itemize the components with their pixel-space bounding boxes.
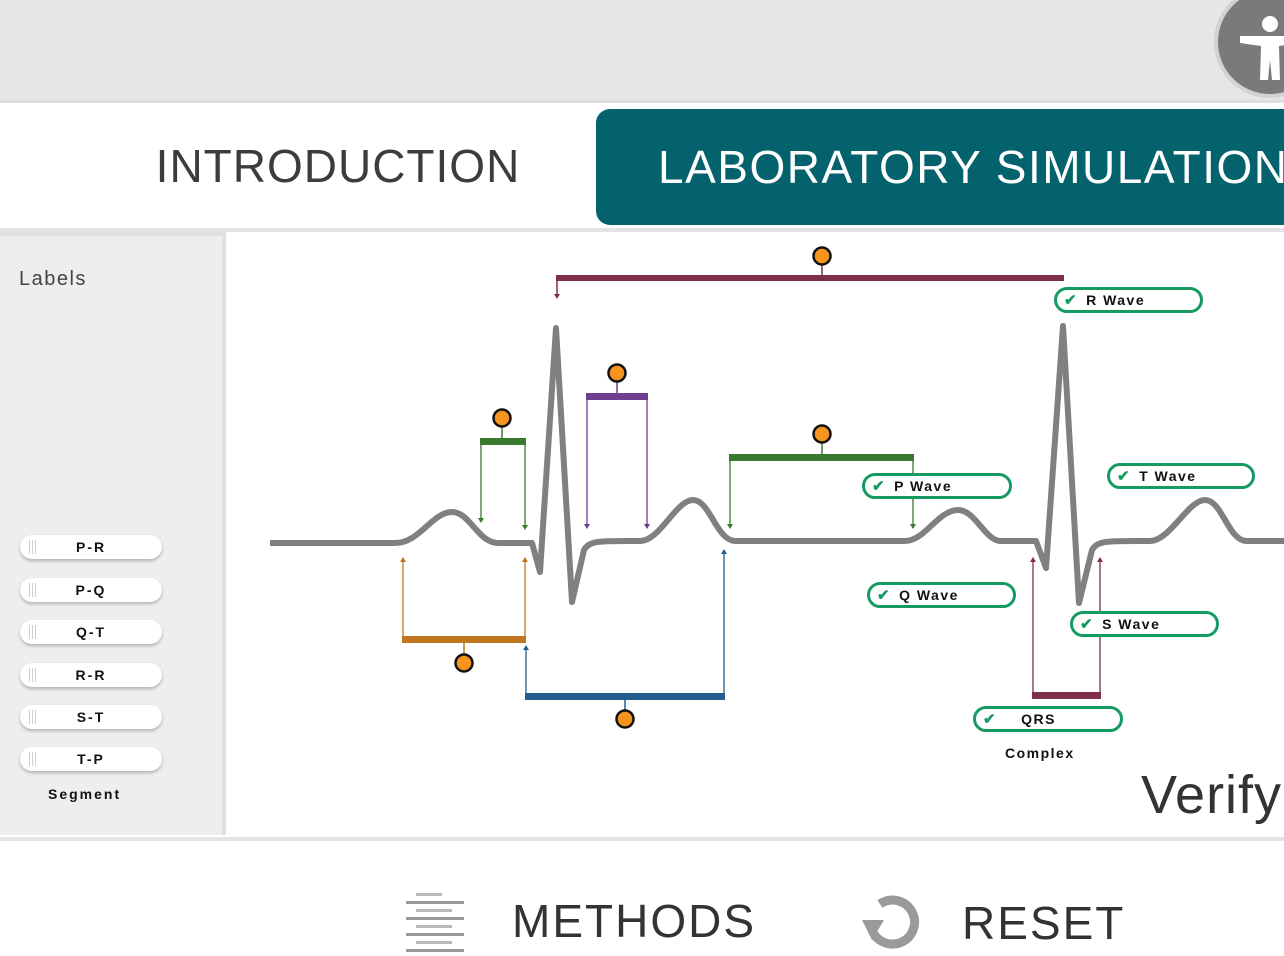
tab-introduction[interactable]: INTRODUCTION <box>0 103 596 228</box>
chip-text: R-R <box>75 667 107 683</box>
tab-laboratory-simulation[interactable]: LABORATORY SIMULATION <box>596 109 1284 225</box>
tab-introduction-label: INTRODUCTION <box>155 139 521 192</box>
chip-text: P-R <box>75 539 107 555</box>
check-icon: ✔ <box>983 711 998 728</box>
drop-target-icon[interactable] <box>615 709 635 729</box>
drag-handle-icon <box>29 625 36 639</box>
check-icon: ✔ <box>1080 616 1095 633</box>
sidebar-title: Labels <box>19 268 87 290</box>
label-chip-p-r[interactable]: P-R <box>20 535 162 559</box>
reset-button[interactable]: RESET <box>858 890 1125 956</box>
drag-handle-icon <box>29 668 36 682</box>
labels-sidebar: Labels P-R P-Q Q-T R-R S-T T-P Segment <box>0 232 226 835</box>
methods-label: METHODS <box>512 895 756 947</box>
wave-label-t-wave[interactable]: ✔ T Wave <box>1107 463 1255 489</box>
bottom-toolbar: METHODS RESET <box>0 840 1284 952</box>
label-chip-p-q[interactable]: P-Q <box>20 578 162 602</box>
wave-label-text: P Wave <box>894 478 953 494</box>
wave-label-p-wave[interactable]: ✔ P Wave <box>862 473 1012 499</box>
wave-label-text: T Wave <box>1139 468 1197 484</box>
label-chip-t-p[interactable]: T-P <box>20 747 162 771</box>
wave-label-text: Q Wave <box>899 587 959 603</box>
drag-handle-icon <box>29 710 36 724</box>
ecg-diagram <box>270 246 1284 729</box>
chip-text: S-T <box>76 709 106 725</box>
wave-label-qrs[interactable]: ✔ QRS <box>973 706 1123 732</box>
label-chip-r-r[interactable]: R-R <box>20 663 162 687</box>
reset-label: RESET <box>962 897 1126 949</box>
wave-label-text: S Wave <box>1102 616 1161 632</box>
wave-label-text: R Wave <box>1086 292 1146 308</box>
wave-label-s-wave[interactable]: ✔ S Wave <box>1070 611 1219 637</box>
drop-target-icon[interactable] <box>812 424 832 444</box>
ecg-trace <box>270 323 1284 606</box>
label-chip-q-t[interactable]: Q-T <box>20 620 162 644</box>
drop-target-icon[interactable] <box>812 246 832 266</box>
bracket-orange <box>400 557 528 655</box>
drop-target-icon[interactable] <box>454 653 474 673</box>
bracket-blue <box>523 549 727 711</box>
bracket-r-r <box>554 262 1064 299</box>
wave-label-r-wave[interactable]: ✔ R Wave <box>1054 287 1203 313</box>
verify-button[interactable]: Verify <box>1141 765 1283 825</box>
drop-target-icon[interactable] <box>492 408 512 428</box>
label-chip-s-t[interactable]: S-T <box>20 705 162 729</box>
simulation-area: Labels P-R P-Q Q-T R-R S-T T-P Segment <box>0 232 1284 841</box>
list-lines-icon <box>406 893 464 952</box>
check-icon: ✔ <box>872 478 887 495</box>
tab-laboratory-simulation-label: LABORATORY SIMULATION <box>658 141 1284 193</box>
bracket-green-short <box>478 425 528 530</box>
drag-handle-icon <box>29 752 36 766</box>
accessibility-icon[interactable] <box>1218 0 1284 94</box>
tab-bar: INTRODUCTION LABORATORY SIMULATION <box>0 103 1284 232</box>
wave-label-q-wave[interactable]: ✔ Q Wave <box>867 582 1016 608</box>
drop-target-icon[interactable] <box>607 363 627 383</box>
drag-handle-icon <box>29 583 36 597</box>
chip-text: T-P <box>77 751 105 767</box>
check-icon: ✔ <box>877 587 892 604</box>
top-bar <box>0 0 1284 103</box>
reset-arrow-icon <box>862 895 919 949</box>
wave-label-text: QRS <box>1021 711 1056 727</box>
segment-caption: Segment <box>48 786 122 802</box>
chip-text: P-Q <box>75 582 107 598</box>
bracket-purple <box>584 381 650 529</box>
chip-text: Q-T <box>75 624 107 640</box>
methods-button[interactable]: METHODS <box>404 890 756 952</box>
qrs-complex-caption: Complex <box>1005 745 1075 761</box>
drag-handle-icon <box>29 540 36 554</box>
check-icon: ✔ <box>1117 468 1132 485</box>
check-icon: ✔ <box>1064 292 1079 309</box>
